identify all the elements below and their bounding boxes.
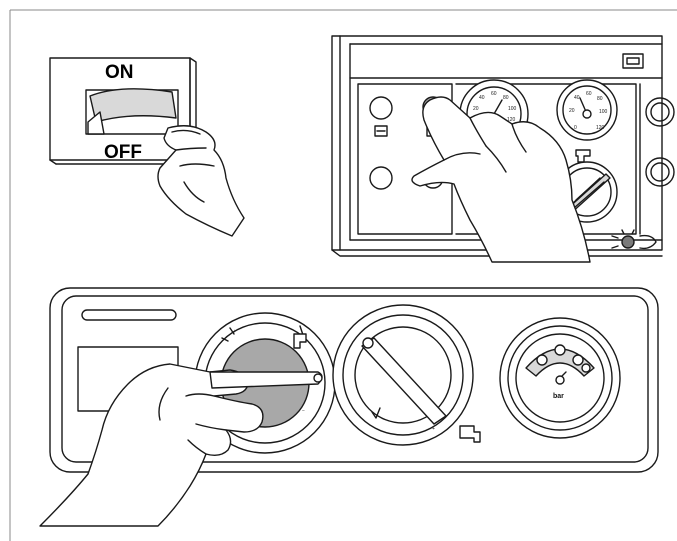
svg-text:100: 100 [599,109,608,115]
svg-text:+: + [233,329,236,335]
wall-switch-illustration: ON OFF [50,58,244,236]
boiler-control-panel-illustration: 20 40 60 80 100 120 20 40 60 80 100 0 12… [332,36,674,262]
svg-text:+: + [432,426,435,432]
svg-text:80: 80 [503,95,509,101]
pressure-unit-label: bar [553,393,564,400]
svg-text:60: 60 [586,91,592,97]
switch-on-label: ON [105,62,134,83]
svg-text:20: 20 [569,108,575,114]
svg-text:0: 0 [574,125,577,131]
svg-text:40: 40 [574,95,580,101]
hand-switch [158,126,244,236]
display-slot [82,310,176,320]
svg-text:120: 120 [596,125,605,131]
svg-text:20: 20 [473,106,479,112]
svg-text:100: 100 [508,106,517,112]
button-top-left[interactable] [370,97,392,119]
button-bottom-left[interactable] [370,167,392,189]
front-dial-panel-illustration: + − + bar [40,288,658,526]
svg-text:40: 40 [479,95,485,101]
window-indicator [623,54,643,68]
svg-text:80: 80 [597,96,603,102]
svg-text:60: 60 [491,91,497,97]
indicator-lamp [622,236,634,248]
svg-text:−: − [302,408,305,414]
switch-off-label: OFF [104,142,142,163]
